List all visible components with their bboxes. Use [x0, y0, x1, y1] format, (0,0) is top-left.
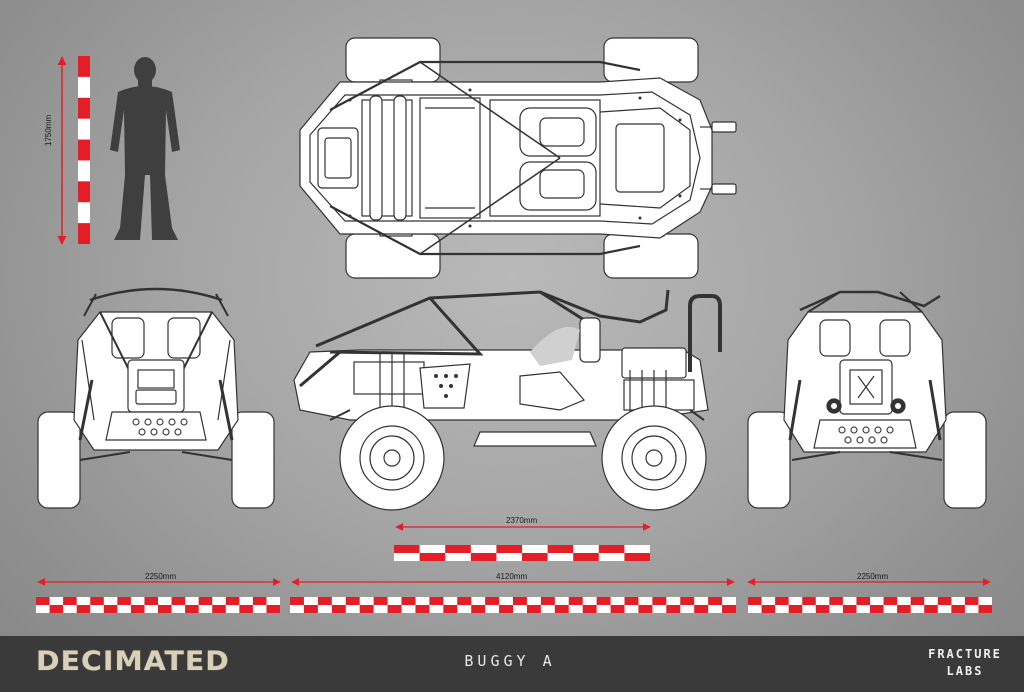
studio-logo: FRACTURE LABS: [920, 646, 1010, 680]
rear-view: [747, 290, 987, 509]
height-scale: [57, 56, 90, 245]
game-logo: DECIMATED: [36, 646, 230, 677]
scale-bars: [36, 545, 992, 613]
height-label: 1750mm: [44, 114, 53, 146]
front-width-label: 2250mm: [145, 572, 177, 581]
studio-logo-line1: FRACTURE: [928, 647, 1002, 661]
human-silhouette: [110, 57, 180, 240]
studio-logo-line2: LABS: [946, 664, 984, 678]
front-view: [37, 287, 275, 509]
length-label: 4120mm: [496, 572, 528, 581]
rear-width-label: 2250mm: [857, 572, 889, 581]
vehicle-name: BUGGY A: [464, 652, 556, 670]
dimension-lines: [37, 523, 991, 586]
wheelbase-label: 2370mm: [506, 516, 538, 525]
side-view: [293, 289, 722, 511]
footer-bar: [0, 636, 1024, 692]
top-view: [299, 37, 737, 279]
